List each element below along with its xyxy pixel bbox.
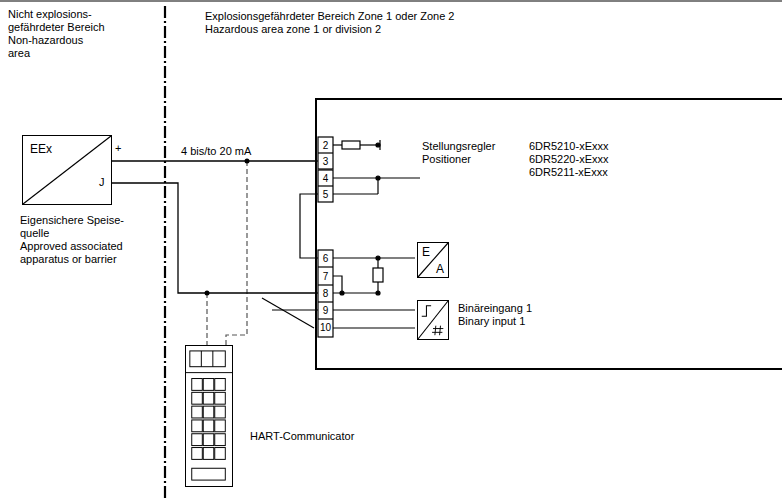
positioner-housing: Stellungsregler Positioner 6DR5210-xExxx …: [315, 98, 782, 370]
node-text: HART-Communicator: [250, 430, 380, 443]
terminal-number: 10: [318, 320, 333, 335]
zone-label: Nicht explosions- gefährdeter Bereich: [8, 8, 120, 34]
polarity-mark: +: [115, 142, 127, 155]
terminal-number: 7: [318, 269, 333, 284]
zone-divider: [164, 6, 166, 500]
shape-figure: [418, 301, 448, 339]
terminal-number: 2: [318, 138, 333, 153]
supply-caption: Eigensichere Speise- quelle: [20, 214, 138, 240]
node-text: EEx: [30, 142, 70, 156]
supply-caption: Approved associated apparatus or barrier: [20, 240, 145, 266]
terminal-mark: J: [99, 176, 109, 189]
terminal-number: 6: [318, 251, 333, 266]
binary-input-wire: [262, 298, 314, 328]
terminal-number: 5: [318, 187, 333, 202]
node-text: A: [436, 262, 448, 276]
binary-input-wire: [272, 309, 318, 310]
terminal-number: 9: [318, 303, 333, 318]
hart-connection: [207, 161, 247, 345]
internal-wiring: [262, 140, 420, 328]
converter-box: EA: [417, 242, 449, 278]
node-text: 6DR5210-xExxx 6DR5220-xExxx 6DR5211-xExx…: [529, 140, 621, 179]
zone-label: Non-hazardous area: [8, 34, 90, 60]
node-text: Stellungsregler Positioner: [422, 140, 517, 166]
resistor-symbol: [373, 268, 383, 282]
shape-figure: [186, 346, 232, 486]
signal-wire: [112, 183, 315, 293]
signal-wire: [112, 160, 315, 161]
binary-input-box: Binäreingang 1 Binary input 1: [417, 300, 449, 340]
terminal-number: 4: [318, 171, 333, 186]
resistor-symbol: [342, 141, 360, 149]
node-text: Binäreingang 1 Binary input 1: [458, 302, 546, 328]
terminal-number: 8: [318, 286, 333, 301]
signal-label: 4 bis/to 20 mA: [180, 145, 252, 158]
zone-label: Hazardous area zone 1 or division 2: [205, 23, 525, 36]
zone-label: Explosionsgefährdeter Bereich Zone 1 ode…: [205, 10, 525, 23]
terminal-number: 3: [318, 154, 333, 169]
node-text: E: [422, 245, 434, 259]
hart-communicator: HART-Communicator: [185, 345, 233, 487]
power-supply-box: EEx: [22, 135, 112, 205]
page-rule: [0, 1, 782, 2]
terminal-strip: [318, 137, 333, 337]
